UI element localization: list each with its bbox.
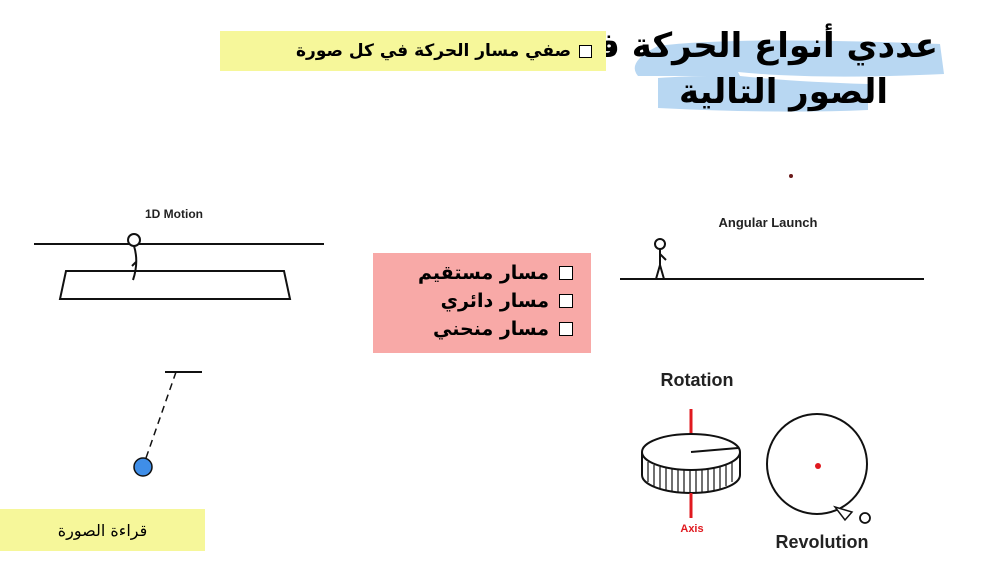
task-label: صفي مسار الحركة في كل صورة	[296, 41, 571, 61]
checkbox-icon[interactable]	[559, 294, 573, 308]
option-circular-path[interactable]: مسار دائري	[373, 287, 591, 315]
option-label: مسار منحني	[433, 318, 549, 340]
option-curved-path[interactable]: مسار منحني	[373, 315, 591, 343]
title-line-1: عددي أنواع الحركة في	[563, 26, 938, 66]
checkbox-icon[interactable]	[559, 266, 573, 280]
read-image-label: قراءة الصورة	[0, 509, 205, 551]
path-options: مسار مستقيم مسار دائري مسار منحني	[373, 253, 591, 353]
figure-1d-motion	[34, 233, 324, 300]
title-line-2: الصور التالية	[679, 72, 888, 112]
checkbox-icon[interactable]	[579, 44, 592, 58]
option-straight-path[interactable]: مسار مستقيم	[373, 259, 591, 287]
figure-revolution	[766, 413, 871, 524]
checkbox-icon[interactable]	[559, 322, 573, 336]
label-axis: Axis	[680, 523, 703, 535]
figure-angular-launch	[620, 238, 924, 280]
label-angular-launch: Angular Launch	[719, 215, 818, 230]
option-label: مسار مستقيم	[418, 262, 549, 284]
figure-pendulum	[133, 371, 202, 477]
label-revolution: Revolution	[776, 532, 869, 552]
option-label: مسار دائري	[440, 290, 549, 312]
title-highlight	[634, 40, 944, 112]
label-1d-motion: 1D Motion	[145, 207, 203, 221]
projectile-dot	[789, 174, 793, 178]
label-rotation: Rotation	[661, 370, 734, 390]
page-title: عددي أنواع الحركة في الصور التالية	[563, 20, 948, 120]
task-prompt: صفي مسار الحركة في كل صورة	[220, 31, 606, 71]
figure-rotation	[641, 409, 741, 518]
